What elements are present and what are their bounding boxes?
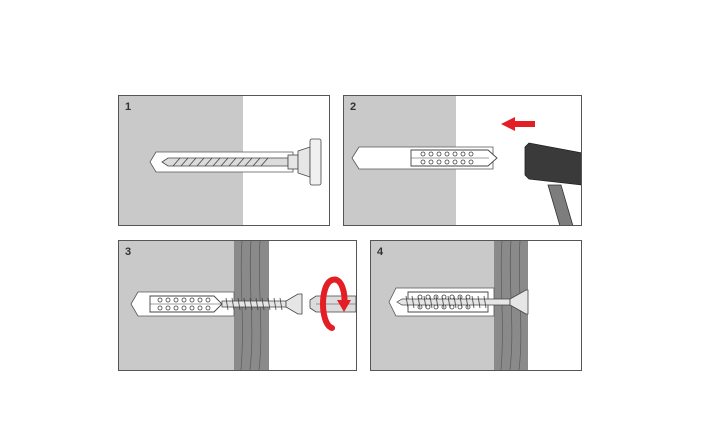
step-1-panel: 1 [118,95,330,226]
push-arrow-icon [501,117,535,131]
step-3-panel: 3 [118,240,357,371]
wall-plug-icon [410,149,498,167]
screw-icon [396,289,529,315]
step-4-panel: 4 [370,240,582,371]
step-number: 3 [125,246,131,258]
screw-icon [221,293,303,315]
step-2-panel: 2 [343,95,582,226]
step-number: 4 [377,246,384,258]
drill-bit-icon [161,138,322,186]
step-number: 2 [350,101,356,113]
hammer-icon [524,142,581,225]
wall-plug-icon [149,295,236,313]
screwdriver-icon [309,295,357,313]
step-number: 1 [125,101,131,113]
rotation-arrow-icon [320,276,351,331]
